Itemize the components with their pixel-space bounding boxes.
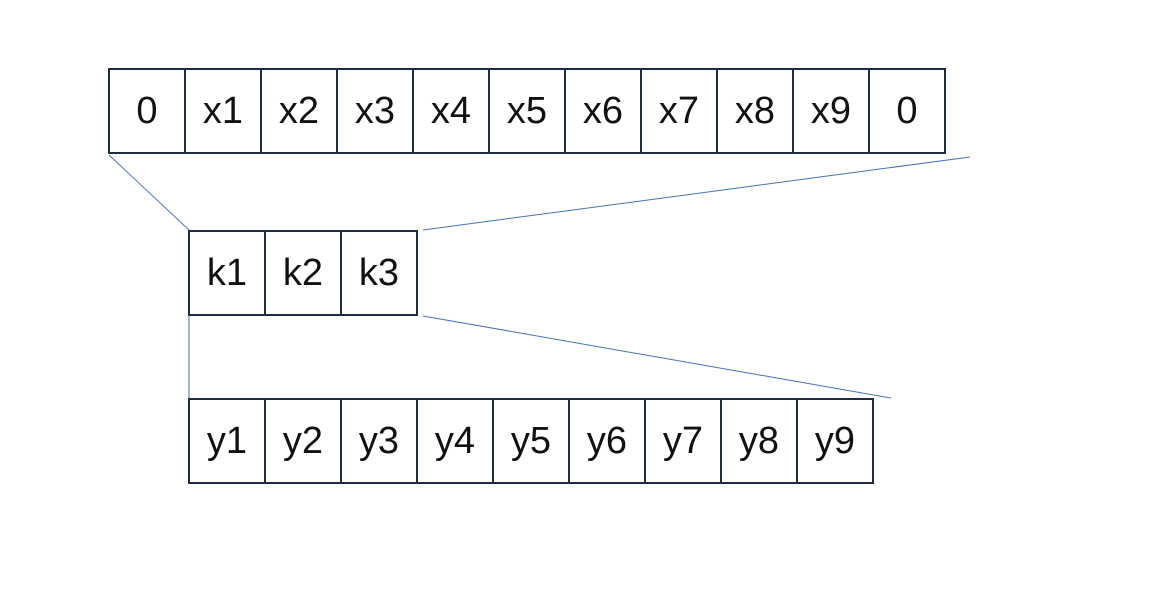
input-cell-3: x3 xyxy=(336,68,414,154)
output-cell-3: y3 xyxy=(340,398,418,484)
input-cell-9: x9 xyxy=(792,68,870,154)
output-cell-4: y4 xyxy=(416,398,494,484)
input-cell-6: x6 xyxy=(564,68,642,154)
output-cell-2: y2 xyxy=(264,398,342,484)
input-cell-8: x8 xyxy=(716,68,794,154)
kernel-row: k1 k2 k3 xyxy=(188,230,418,316)
connector-output-right xyxy=(422,315,892,399)
output-cell-7: y7 xyxy=(644,398,722,484)
connector-input-left xyxy=(108,154,190,231)
output-cell-1: y1 xyxy=(188,398,266,484)
output-cell-8: y8 xyxy=(720,398,798,484)
input-cell-10: 0 xyxy=(868,68,946,154)
output-cell-9: y9 xyxy=(796,398,874,484)
connector-input-right xyxy=(422,156,971,231)
input-cell-5: x5 xyxy=(488,68,566,154)
kernel-cell-3: k3 xyxy=(340,230,418,316)
input-cell-4: x4 xyxy=(412,68,490,154)
input-cell-1: x1 xyxy=(184,68,262,154)
output-row: y1 y2 y3 y4 y5 y6 y7 y8 y9 xyxy=(188,398,874,484)
kernel-cell-1: k1 xyxy=(188,230,266,316)
input-cell-2: x2 xyxy=(260,68,338,154)
output-cell-6: y6 xyxy=(568,398,646,484)
input-row: 0 x1 x2 x3 x4 x5 x6 x7 x8 x9 0 xyxy=(108,68,946,154)
output-cell-5: y5 xyxy=(492,398,570,484)
input-cell-7: x7 xyxy=(640,68,718,154)
kernel-cell-2: k2 xyxy=(264,230,342,316)
input-cell-0: 0 xyxy=(108,68,186,154)
